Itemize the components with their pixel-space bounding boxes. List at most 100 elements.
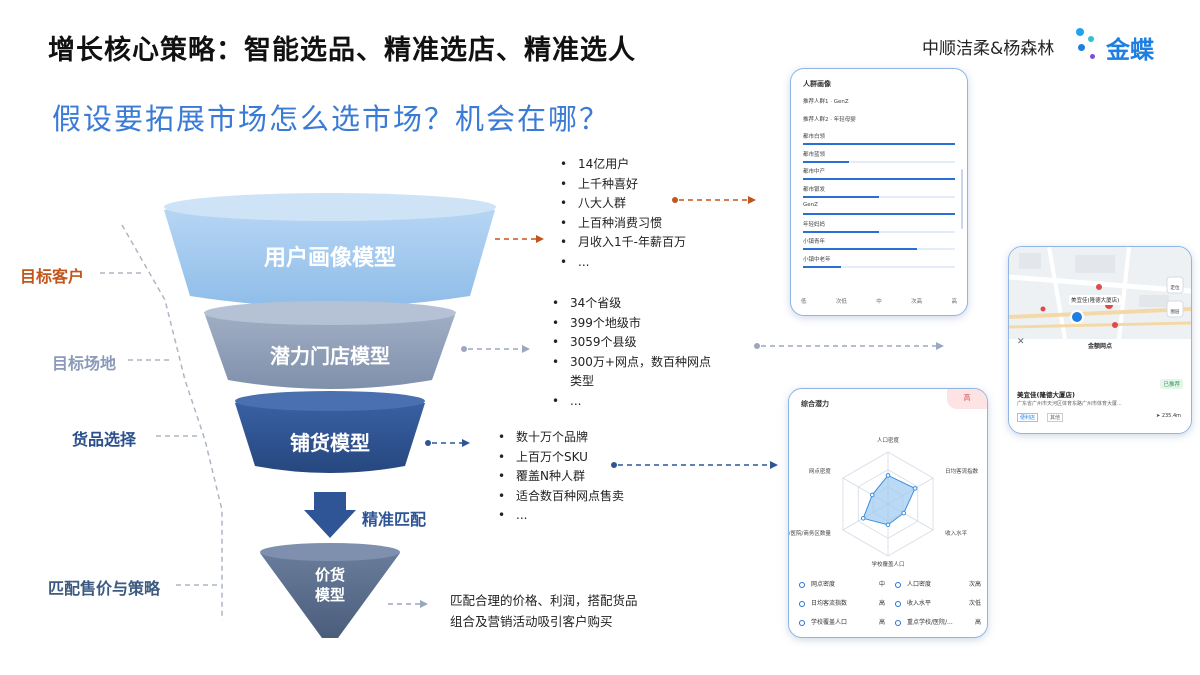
persona-bar bbox=[803, 213, 955, 215]
list-item: 八大人群 bbox=[560, 194, 730, 214]
radar-point bbox=[912, 486, 918, 491]
page-title: 增长核心策略：智能选品、精准选店、精准选人 bbox=[48, 35, 636, 66]
legend-level: 次高 bbox=[968, 581, 981, 588]
persona-bar bbox=[803, 265, 841, 268]
legend-marker bbox=[895, 600, 901, 607]
store-tag: 其他 bbox=[1047, 413, 1064, 422]
side-label-target-site: 目标场地 bbox=[52, 354, 117, 373]
store-pin-icon bbox=[1096, 284, 1102, 290]
store-tag: 便利店 bbox=[1017, 413, 1039, 422]
precise-match-label: 精准匹配 bbox=[362, 510, 427, 529]
side-label-target-customer: 目标客户 bbox=[20, 267, 85, 286]
persona-bar bbox=[803, 160, 849, 163]
radar-legend-item: 收入水平次低 bbox=[895, 598, 981, 607]
radar-legend-item: 网点密度 中 bbox=[799, 579, 885, 588]
persona-bar bbox=[803, 248, 917, 250]
logo-dot-icon bbox=[1076, 28, 1084, 36]
list-item: 覆盖N种人群 bbox=[498, 467, 668, 487]
legend-marker bbox=[799, 600, 805, 607]
list-store-facts: 34个省级 399个地级市 3059个县级 300万+网点，数百种网点类型 ..… bbox=[552, 294, 722, 411]
persona-bar bbox=[803, 230, 879, 233]
persona-footer: 低 次低 中 次高 高 bbox=[801, 299, 957, 305]
legend-level: 高 bbox=[878, 600, 885, 607]
side-label-price-strategy: 匹配售价与策略 bbox=[48, 579, 161, 598]
logo-dot-icon bbox=[1078, 44, 1085, 51]
kingdee-logo: 金蝶 bbox=[1072, 24, 1172, 68]
list-item: 34个省级 bbox=[552, 294, 722, 314]
radar-legend-item: 日均客流指数 高 bbox=[799, 598, 885, 607]
persona-row-label: 推荐人群2 · 年轻母婴 bbox=[803, 116, 856, 123]
funnel-stage-4-line2: 模型 bbox=[314, 586, 345, 604]
brand-partner: 中顺洁柔&杨森林 bbox=[922, 39, 1055, 59]
potential-badge: 高 bbox=[947, 389, 987, 409]
list-item: 上千种喜好 bbox=[560, 175, 730, 195]
store-pin-icon bbox=[1112, 322, 1118, 328]
radar-title: 综合潜力 bbox=[801, 400, 829, 408]
radar-legend-item: 人口密度次高 bbox=[895, 579, 981, 588]
map-popup-title: 金额网点 bbox=[1087, 343, 1112, 350]
radar-legend-item: 学校覆盖人口高 bbox=[799, 617, 885, 626]
list-item: 399个地级市 bbox=[552, 314, 722, 334]
persona-bar bbox=[803, 143, 955, 145]
persona-row: GenZ bbox=[803, 202, 955, 217]
list-item: 上百万个SKU bbox=[498, 448, 668, 468]
store-name: 美宜佳(隆德大厦店) bbox=[1017, 391, 1075, 399]
list-user-facts: 14亿用户 上千种喜好 八大人群 上百种消费习惯 月收入1千-年薪百万 ... bbox=[560, 155, 730, 272]
close-icon[interactable]: ✕ bbox=[1017, 337, 1025, 347]
persona-row: 都市白领 bbox=[803, 132, 955, 147]
funnel-stage-store-potential: 潜力门店模型 bbox=[270, 344, 390, 368]
side-label-goods-selection: 货品选择 bbox=[72, 430, 137, 449]
legend-name: 日均客流指数 bbox=[811, 600, 848, 607]
store-address: 广东省广州市天河区体育东路广州市体育大厦... bbox=[1017, 401, 1122, 407]
list-item: ... bbox=[552, 392, 722, 412]
store-pin-icon bbox=[1040, 306, 1046, 312]
radar-point bbox=[869, 492, 875, 498]
persona-row: 都市蓝领 bbox=[803, 150, 955, 165]
persona-bar-track bbox=[803, 195, 955, 198]
persona-row: 年轻妈妈 bbox=[803, 220, 955, 235]
radar-legend-item: 重点学校/医院/... 高 bbox=[895, 617, 981, 626]
persona-row: 小镇青年 bbox=[803, 237, 955, 252]
list-item: 适合数百种网点售卖 bbox=[498, 487, 668, 507]
legend-name: 重点学校/医院/... bbox=[907, 619, 953, 626]
legend-level: 中 bbox=[878, 581, 885, 588]
persona-row-label: 小镇青年 bbox=[803, 239, 826, 245]
list-item: 月收入1千-年薪百万 bbox=[560, 233, 730, 253]
list-item: 300万+网点，数百种网点类型 bbox=[552, 353, 722, 392]
radar-axis-label: 人口密度 bbox=[877, 436, 900, 444]
list-item: 上百种消费习惯 bbox=[560, 214, 730, 234]
radar-axis-label: 日均客流指数 bbox=[945, 467, 979, 475]
page-subtitle: 假设要拓展市场怎么选市场？机会在哪？ bbox=[52, 102, 611, 136]
persona-row-label: 推荐人群1 · GenZ bbox=[803, 99, 849, 105]
legend-level: 高 bbox=[974, 619, 981, 626]
legend-marker bbox=[895, 581, 901, 588]
funnel-stage-distribution: 铺货模型 bbox=[290, 431, 370, 455]
logo-dot-icon bbox=[1088, 36, 1094, 42]
radar-axis-label: 网点密度 bbox=[809, 467, 832, 475]
persona-row: 都市银发 bbox=[803, 185, 955, 200]
legend-name: 收入水平 bbox=[907, 600, 932, 607]
funnel-stage-4-line1: 价货 bbox=[314, 566, 345, 584]
phone-radar-screenshot: 综合潜力 高 人口密度日均客流指数收入水平学校覆盖人口重点学校/医院/商务区数量… bbox=[788, 388, 988, 638]
persona-bar-track bbox=[803, 265, 955, 268]
list-item: 数十万个品牌 bbox=[498, 428, 668, 448]
persona-row: 推荐人群2 · 年轻母婴 bbox=[803, 115, 955, 130]
legend-marker bbox=[799, 581, 805, 588]
phone-map-screenshot: 美宜佳(隆德大厦店) 定位 图层 ✕ 金额网点 已推荐 美宜佳(隆德大厦店) 广… bbox=[1008, 246, 1192, 434]
scrollbar[interactable] bbox=[961, 169, 963, 229]
legend-name: 网点密度 bbox=[811, 581, 836, 588]
persona-row-label: 小镇中老年 bbox=[803, 256, 831, 263]
logo-dot-icon bbox=[1090, 54, 1095, 59]
persona-bar bbox=[803, 195, 879, 198]
map-pin-label: 美宜佳(隆德大厦店) bbox=[1069, 295, 1122, 305]
persona-title: 人群画像 bbox=[803, 80, 831, 88]
radar-point bbox=[885, 473, 891, 478]
persona-row-label: 都市银发 bbox=[803, 186, 826, 193]
layers-button-label: 图层 bbox=[1170, 310, 1180, 315]
legend-marker bbox=[799, 619, 805, 626]
logo-text: 金蝶 bbox=[1106, 36, 1154, 64]
price-desc-line1: 匹配合理的价格、利润，搭配货品 bbox=[450, 593, 638, 608]
persona-row: 推荐人群1 · GenZ bbox=[803, 97, 955, 112]
